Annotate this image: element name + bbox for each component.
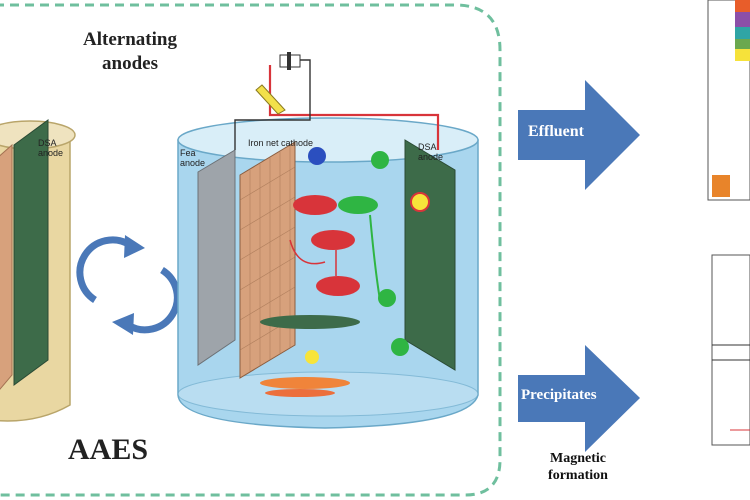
magnetic-line1: Magnetic xyxy=(550,451,606,466)
wire-red xyxy=(268,65,440,150)
right-line-chart-fragment xyxy=(711,254,750,446)
precipitates-label: Precipitates xyxy=(521,387,597,403)
right-dsa-anode-label: DSA anode xyxy=(418,142,443,162)
effluent-label: Effluent xyxy=(528,123,584,140)
title-line2: anodes xyxy=(102,53,158,74)
cathode-label: Iron net cathode xyxy=(248,138,314,148)
right-dsa-text: DSA xyxy=(418,142,437,152)
fe-anode-text: anode xyxy=(180,158,206,168)
fe-text: Fea xyxy=(180,148,196,158)
left-dsa-anode-plate xyxy=(13,119,49,386)
fe-anode-label: Fea anode xyxy=(180,148,205,168)
magnetic-formation-label: Magnetic formation xyxy=(528,450,628,484)
wire-black xyxy=(234,59,311,150)
left-tank xyxy=(0,119,76,422)
cycle-arrows-icon xyxy=(76,235,181,335)
dashed-frame xyxy=(0,3,502,497)
right-bar-chart-fragment xyxy=(707,0,750,201)
left-dsa-anode-label: DSA anode xyxy=(38,138,63,158)
dsa-anode-plate xyxy=(404,139,456,371)
title-line1: Alternating xyxy=(83,29,177,50)
right-anode-text: anode xyxy=(418,152,444,162)
main-tank xyxy=(177,52,479,429)
effluent-arrow xyxy=(518,80,640,190)
iron-net-cathode xyxy=(239,141,296,379)
precipitates-arrow xyxy=(518,345,640,452)
fe-anode-plate xyxy=(197,149,236,366)
left-anode-text: anode xyxy=(38,148,64,158)
title: Alternating anodes xyxy=(50,28,210,76)
left-dsa-text: DSA xyxy=(38,138,57,148)
switch-icon xyxy=(255,84,286,115)
magnetic-line2: formation xyxy=(548,468,608,483)
system-label: AAES xyxy=(68,433,149,466)
left-mesh-plate xyxy=(0,143,13,390)
